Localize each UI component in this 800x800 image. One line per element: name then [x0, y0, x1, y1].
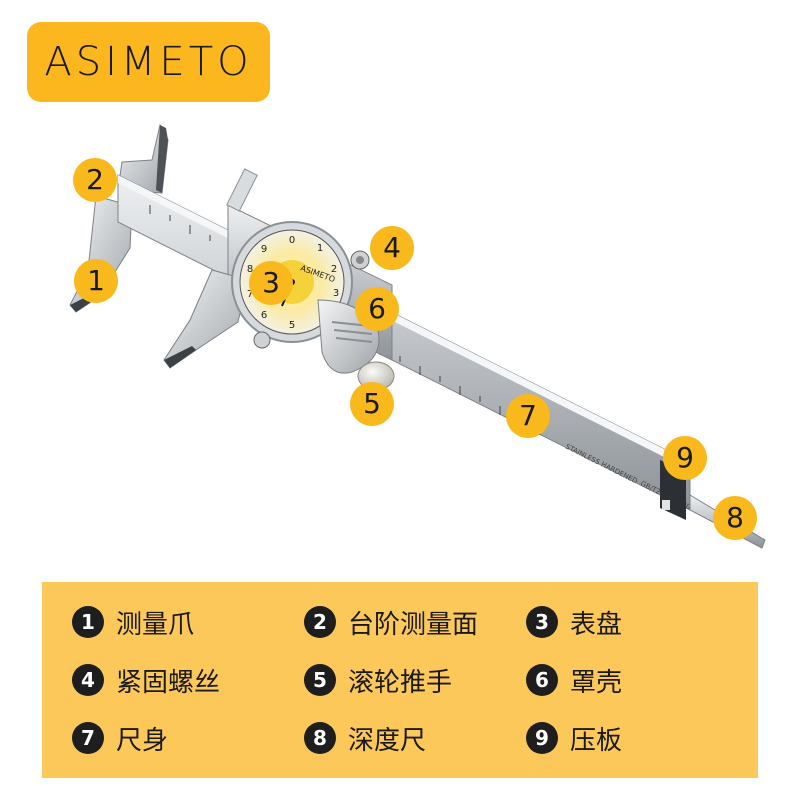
callout-6: 6 — [355, 287, 399, 331]
legend-number-badge: 7 — [72, 722, 104, 754]
legend-label: 深度尺 — [348, 725, 427, 756]
callout-9: 9 — [663, 436, 707, 480]
legend-label: 压板 — [570, 725, 623, 756]
dial-number-8: 8 — [247, 264, 253, 275]
legend-number-badge: 4 — [72, 664, 104, 696]
legend-item-1: 1 测量爪 — [72, 602, 194, 642]
callout-2: 2 — [73, 158, 117, 202]
callout-9-number: 9 — [676, 441, 694, 474]
callout-4-number: 4 — [383, 231, 401, 264]
legend-label: 测量爪 — [116, 609, 195, 640]
legend-number-badge: 5 — [304, 664, 336, 696]
brand-logo: ASIMETO — [27, 22, 270, 102]
legend-label: 滚轮推手 — [348, 667, 453, 698]
brand-logo-text: ASIMETO — [44, 39, 253, 85]
legend-number-badge: 3 — [526, 606, 558, 638]
legend-number-badge: 2 — [304, 606, 336, 638]
legend-number-badge: 6 — [526, 664, 558, 696]
legend-number-badge: 1 — [72, 606, 104, 638]
callout-3: 3 — [249, 261, 293, 305]
legend-number-badge: 8 — [304, 722, 336, 754]
legend-item-6: 6 罩壳 — [526, 660, 622, 700]
callout-5: 5 — [350, 382, 394, 426]
callout-7: 7 — [506, 394, 550, 438]
callout-3-number: 3 — [262, 266, 280, 299]
legend-label: 表盘 — [570, 609, 623, 640]
dial-number-1: 1 — [317, 243, 323, 254]
lower-screw — [253, 331, 271, 349]
legend-item-8: 8 深度尺 — [304, 718, 426, 758]
parts-legend: 1 测量爪 2 台阶测量面 3 表盘 4 紧固螺丝 5 滚轮推手 6 罩壳 7 … — [42, 582, 758, 778]
legend-label: 罩壳 — [570, 667, 623, 698]
legend-item-4: 4 紧固螺丝 — [72, 660, 220, 700]
callout-8: 8 — [713, 496, 757, 540]
callout-8-number: 8 — [726, 501, 744, 534]
legend-item-3: 3 表盘 — [526, 602, 622, 642]
caliper-illustration: STAINLESS HARDENED GB/T21389-2008 0 1 2 … — [69, 123, 766, 549]
dial-number-5: 5 — [289, 320, 295, 331]
dial-number-9: 9 — [261, 244, 267, 255]
callout-1: 1 — [74, 259, 118, 303]
dial-number-6: 6 — [261, 310, 267, 321]
dial-number-3: 3 — [333, 288, 339, 299]
legend-number-badge: 9 — [526, 722, 558, 754]
dial-number-0: 0 — [289, 235, 295, 246]
callout-2-number: 2 — [86, 163, 104, 196]
legend-item-5: 5 滚轮推手 — [304, 660, 452, 700]
callout-4: 4 — [370, 226, 414, 270]
callout-7-number: 7 — [519, 399, 537, 432]
dial-number-2: 2 — [331, 264, 337, 275]
legend-item-9: 9 压板 — [526, 718, 622, 758]
callout-6-number: 6 — [368, 292, 386, 325]
callout-1-number: 1 — [87, 264, 105, 297]
legend-item-2: 2 台阶测量面 — [304, 602, 478, 642]
legend-label: 紧固螺丝 — [116, 667, 221, 698]
lock-screw — [350, 250, 370, 270]
legend-label: 台阶测量面 — [348, 609, 479, 640]
dial-number-7: 7 — [247, 289, 253, 300]
legend-item-7: 7 尺身 — [72, 718, 168, 758]
legend-label: 尺身 — [116, 725, 169, 756]
callout-5-number: 5 — [363, 387, 381, 420]
